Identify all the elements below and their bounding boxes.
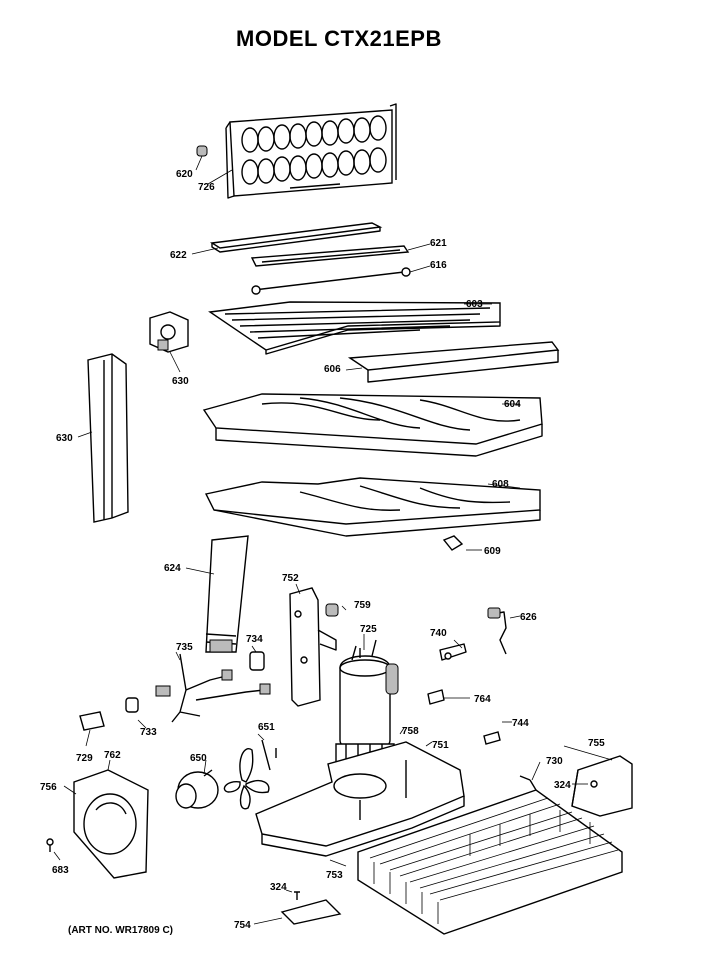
label-725: 725	[360, 624, 377, 635]
part-324-a	[590, 780, 598, 788]
part-624	[205, 535, 249, 653]
label-616: 616	[430, 260, 447, 271]
label-740: 740	[430, 628, 447, 639]
label-759: 759	[354, 600, 371, 611]
part-729	[79, 711, 105, 731]
part-759	[325, 603, 339, 617]
part-744	[483, 731, 501, 745]
leader-lines	[53, 155, 613, 925]
part-683	[46, 838, 54, 852]
label-733: 733	[140, 727, 157, 738]
label-729: 729	[76, 753, 93, 764]
label-324a: 324	[554, 780, 571, 791]
label-606: 606	[324, 364, 341, 375]
label-726: 726	[198, 182, 215, 193]
label-753: 753	[326, 870, 343, 881]
part-752	[289, 587, 337, 707]
label-764: 764	[474, 694, 491, 705]
art-number: (ART NO. WR17809 C)	[68, 925, 174, 936]
part-725-compressor	[339, 639, 399, 753]
label-751: 751	[432, 740, 449, 751]
label-608: 608	[492, 479, 509, 490]
part-733	[125, 697, 139, 713]
part-630-duct	[87, 353, 129, 523]
label-630b: 630	[56, 433, 73, 444]
part-751-base	[255, 741, 465, 857]
label-651: 651	[258, 722, 275, 733]
part-626	[487, 607, 507, 655]
evaporator-coil-726	[225, 103, 397, 199]
part-606	[347, 341, 560, 383]
part-620	[196, 145, 208, 157]
page-title: MODEL CTX21EPB	[236, 26, 442, 51]
label-630a: 630	[172, 376, 189, 387]
label-626: 626	[520, 612, 537, 623]
part-651	[261, 739, 277, 771]
part-609	[442, 535, 464, 551]
label-622: 622	[170, 250, 187, 261]
part-621	[250, 245, 410, 267]
label-650: 650	[190, 753, 207, 764]
part-324-b	[294, 891, 300, 900]
label-624: 624	[164, 563, 181, 574]
label-752: 752	[282, 573, 299, 584]
label-730: 730	[546, 756, 563, 767]
part-756-shroud	[73, 769, 149, 879]
part-755	[571, 755, 633, 817]
part-734	[249, 651, 265, 671]
label-603: 603	[466, 299, 483, 310]
label-762: 762	[104, 750, 121, 761]
part-616	[251, 267, 411, 295]
label-620: 620	[176, 169, 193, 180]
part-622	[209, 222, 383, 253]
label-754: 754	[234, 920, 251, 931]
part-labels: 620 726 622 621 616 603 630 606 630 604 …	[40, 169, 605, 931]
part-735	[155, 653, 271, 723]
label-621: 621	[430, 238, 447, 249]
part-754	[280, 899, 342, 925]
label-758: 758	[402, 726, 419, 737]
part-fan-blade	[223, 748, 270, 810]
part-630-damper	[149, 311, 189, 353]
label-609: 609	[484, 546, 501, 557]
label-683: 683	[52, 865, 69, 876]
part-764	[427, 689, 445, 705]
label-735: 735	[176, 642, 193, 653]
label-744: 744	[512, 718, 529, 729]
part-650-fan-motor	[175, 769, 219, 809]
part-608	[204, 477, 541, 537]
label-604: 604	[504, 399, 521, 410]
label-755: 755	[588, 738, 605, 749]
label-756: 756	[40, 782, 57, 793]
part-604	[202, 393, 543, 457]
part-603	[208, 301, 501, 355]
label-734: 734	[246, 634, 263, 645]
label-324b: 324	[270, 882, 287, 893]
part-740	[439, 643, 467, 661]
part-730-condenser	[357, 775, 623, 935]
